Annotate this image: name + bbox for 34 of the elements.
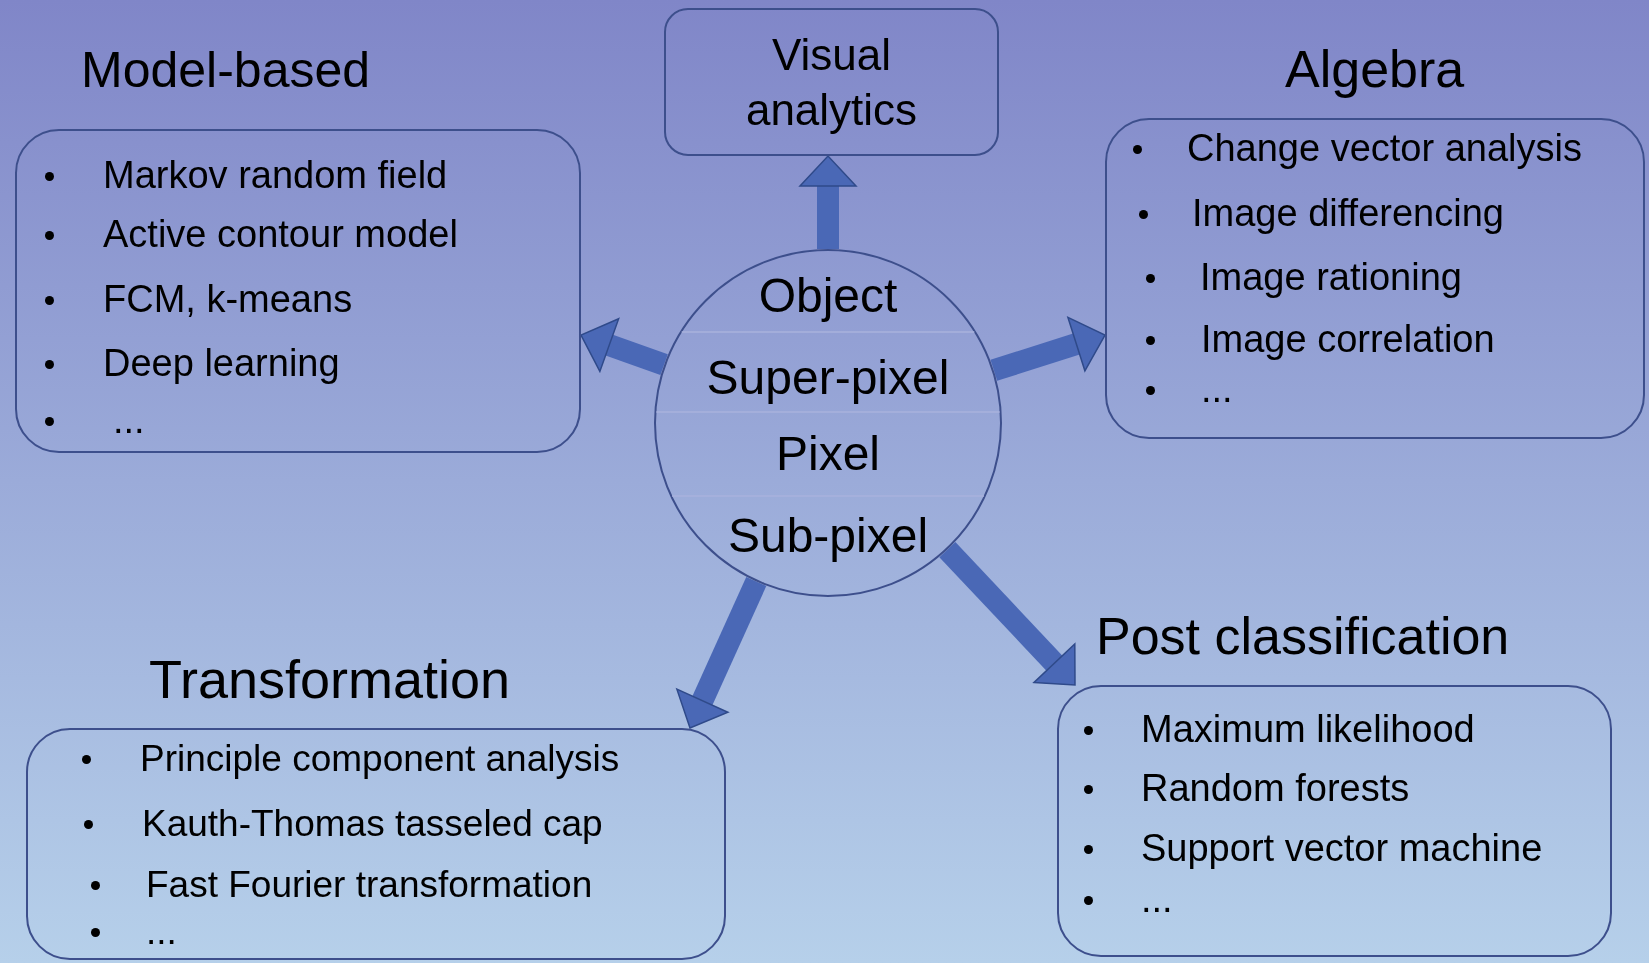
block-arrow: [939, 542, 1076, 686]
level-circle: [654, 249, 1002, 597]
list-item: Random forests: [1141, 766, 1410, 811]
list-item: Active contour model: [103, 212, 458, 257]
list-item: Deep learning: [103, 341, 340, 386]
list-item: Image correlation: [1201, 317, 1495, 362]
box-label: Visual analytics: [744, 29, 919, 136]
list-item: ...: [146, 910, 177, 954]
block-arrow: [675, 577, 767, 729]
list-item: ...: [113, 398, 145, 443]
list-item: Kauth-Thomas tasseled cap: [142, 802, 603, 846]
block-arrow: [990, 316, 1107, 381]
level-label: Sub-pixel: [726, 508, 930, 564]
list-item: Image differencing: [1192, 191, 1504, 236]
level-label: Object: [757, 268, 899, 324]
panel-heading: Model-based: [81, 42, 371, 100]
list-item: Support vector machine: [1141, 826, 1543, 871]
panel-heading: Algebra: [1285, 39, 1465, 100]
block-arrow: [579, 317, 668, 375]
process-box: [664, 8, 999, 156]
list-item: Principle component analysis: [140, 737, 620, 781]
level-label: Super-pixel: [705, 350, 951, 406]
list-item: Image rationing: [1200, 255, 1462, 300]
panel-heading: Transformation: [149, 647, 511, 710]
list-item: FCM, k-means: [103, 277, 353, 322]
level-label: Pixel: [774, 426, 881, 482]
list-item: Fast Fourier transformation: [146, 863, 593, 907]
list-item: Change vector analysis: [1187, 126, 1582, 171]
list-item: Markov random field: [103, 153, 448, 198]
list-item: Maximum likelihood: [1141, 707, 1475, 752]
list-item: ...: [1201, 367, 1233, 412]
block-arrow: [798, 154, 858, 249]
panel-heading: Post classification: [1096, 606, 1510, 667]
list-item: ...: [1141, 877, 1173, 922]
